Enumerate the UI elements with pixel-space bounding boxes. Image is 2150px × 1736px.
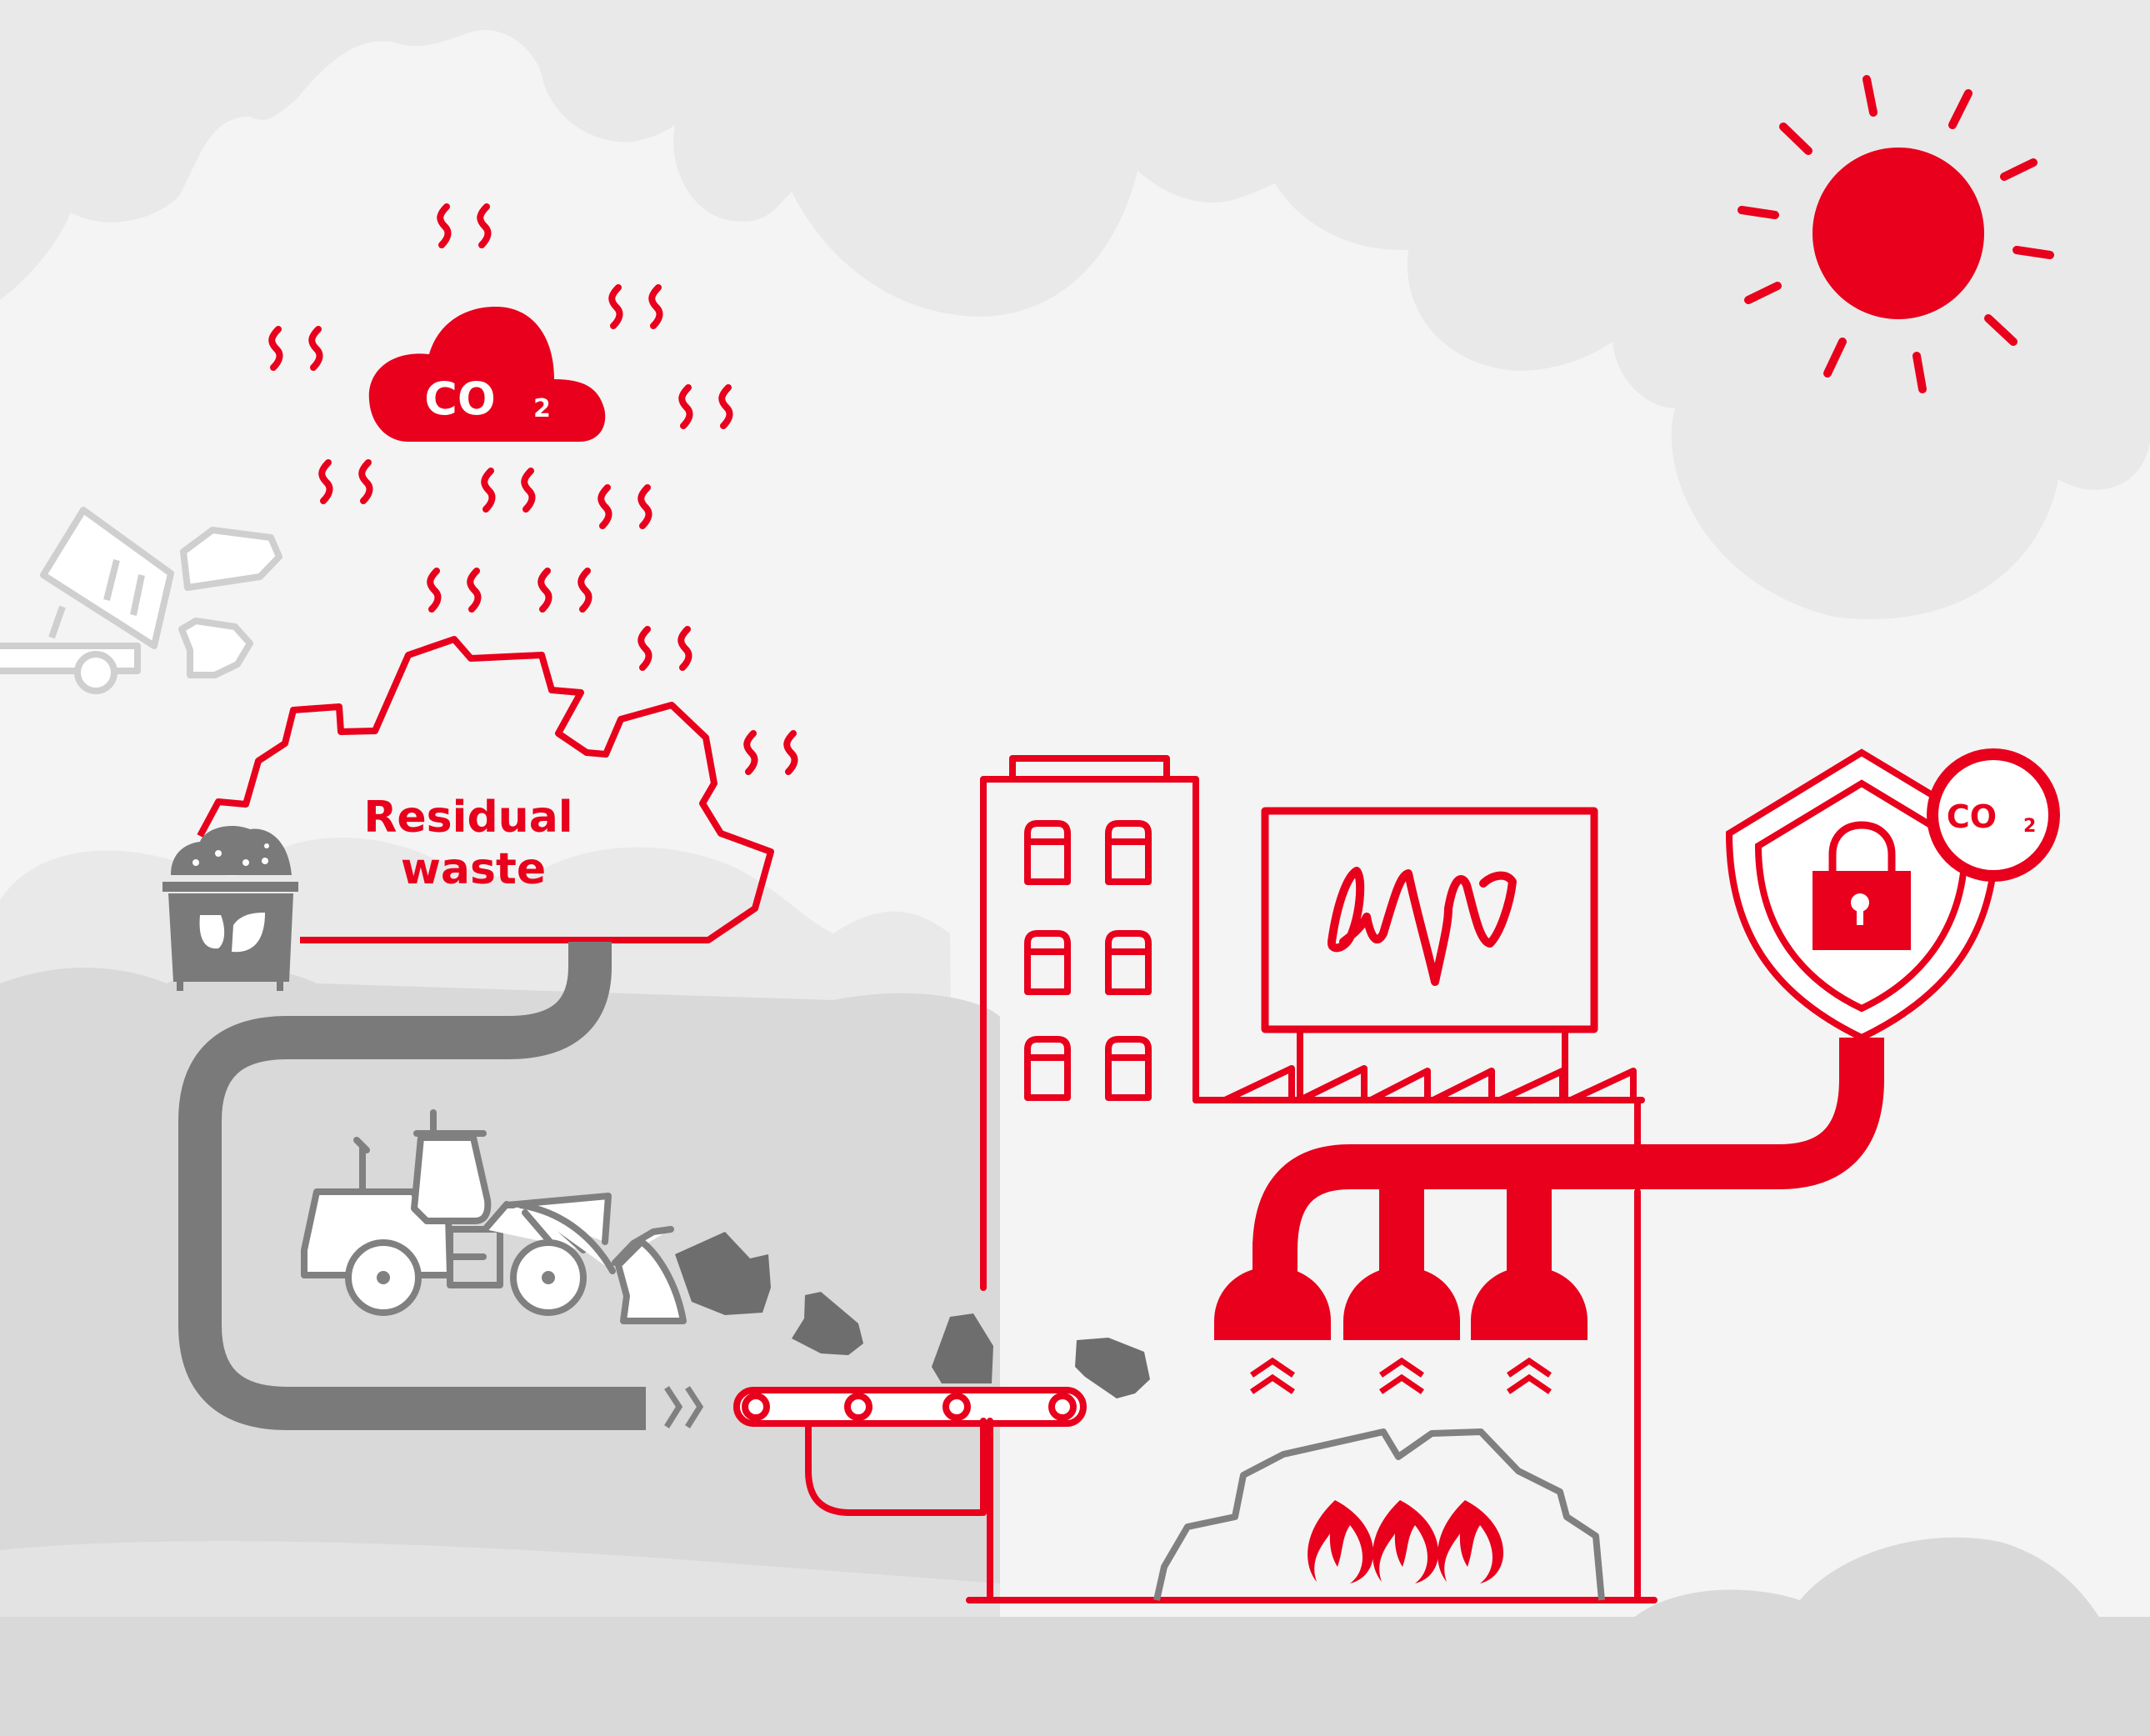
waste-flow-path	[178, 942, 646, 1430]
heat-wave-icon	[638, 484, 652, 529]
heat-wave-icon	[598, 484, 612, 529]
co2-cloud-icon: CO 2	[368, 307, 606, 442]
heat-wave-icon	[437, 203, 452, 248]
heat-wave-icon	[318, 459, 333, 504]
heat-wave-icon	[648, 284, 663, 329]
building-window	[1105, 820, 1152, 885]
chevron-up-icon	[1250, 1357, 1552, 1394]
chevron-right-icon	[664, 1386, 704, 1428]
residual-waste-pile: Residual waste	[197, 636, 774, 943]
wheel-loader-icon	[301, 1109, 687, 1324]
building-window	[1024, 820, 1071, 885]
co2-cloud-subscript: 2	[533, 394, 551, 423]
heat-wave-icon	[678, 384, 693, 429]
residual-waste-label-line2: waste	[401, 844, 546, 894]
co2-badge-label: CO	[1947, 798, 1997, 835]
dump-truck-icon	[0, 507, 282, 694]
sun-icon	[1738, 75, 2054, 393]
co2-captured-badge: CO 2	[1927, 748, 2060, 882]
heat-wave-icon	[718, 384, 733, 429]
building-window	[1024, 1036, 1071, 1101]
co2-badge-subscript: 2	[2023, 816, 2036, 837]
heat-wave-icon	[608, 284, 623, 329]
heat-wave-icon	[578, 568, 592, 613]
heat-wave-icon	[521, 468, 536, 513]
heat-wave-icon	[783, 730, 798, 775]
furnace-pile	[1153, 1428, 1605, 1601]
building-window	[1024, 930, 1071, 995]
building-window	[1105, 1036, 1152, 1101]
flame-icon	[1308, 1500, 1504, 1583]
building-window	[1105, 930, 1152, 995]
heat-wave-icon	[268, 326, 283, 371]
conveyor-belt-icon	[733, 1387, 1087, 1516]
heat-wave-icon	[538, 568, 552, 613]
plant-building-icon	[966, 755, 1658, 1603]
heat-wave-icon	[427, 568, 442, 613]
power-signal-icon	[1328, 867, 1517, 986]
heat-wave-icon	[308, 326, 323, 371]
leaf-icon	[232, 913, 265, 953]
heat-wave-icon	[477, 203, 492, 248]
heat-wave-icon	[358, 459, 373, 504]
residual-waste-label-line1: Residual	[363, 793, 572, 843]
waste-rocks	[675, 1232, 1150, 1398]
heat-wave-icon	[481, 468, 496, 513]
sky-cloud-band	[0, 0, 2150, 620]
emission-heat-waves	[268, 203, 798, 775]
waste-bin-icon	[162, 825, 298, 991]
exhaust-pipes	[1214, 1038, 1884, 1394]
heat-wave-icon	[678, 626, 692, 671]
heat-wave-icon	[743, 730, 758, 775]
heat-wave-icon	[638, 626, 652, 671]
co2-cloud-label: CO	[424, 373, 496, 425]
heat-wave-icon	[467, 568, 482, 613]
leaf-icon	[199, 915, 225, 949]
